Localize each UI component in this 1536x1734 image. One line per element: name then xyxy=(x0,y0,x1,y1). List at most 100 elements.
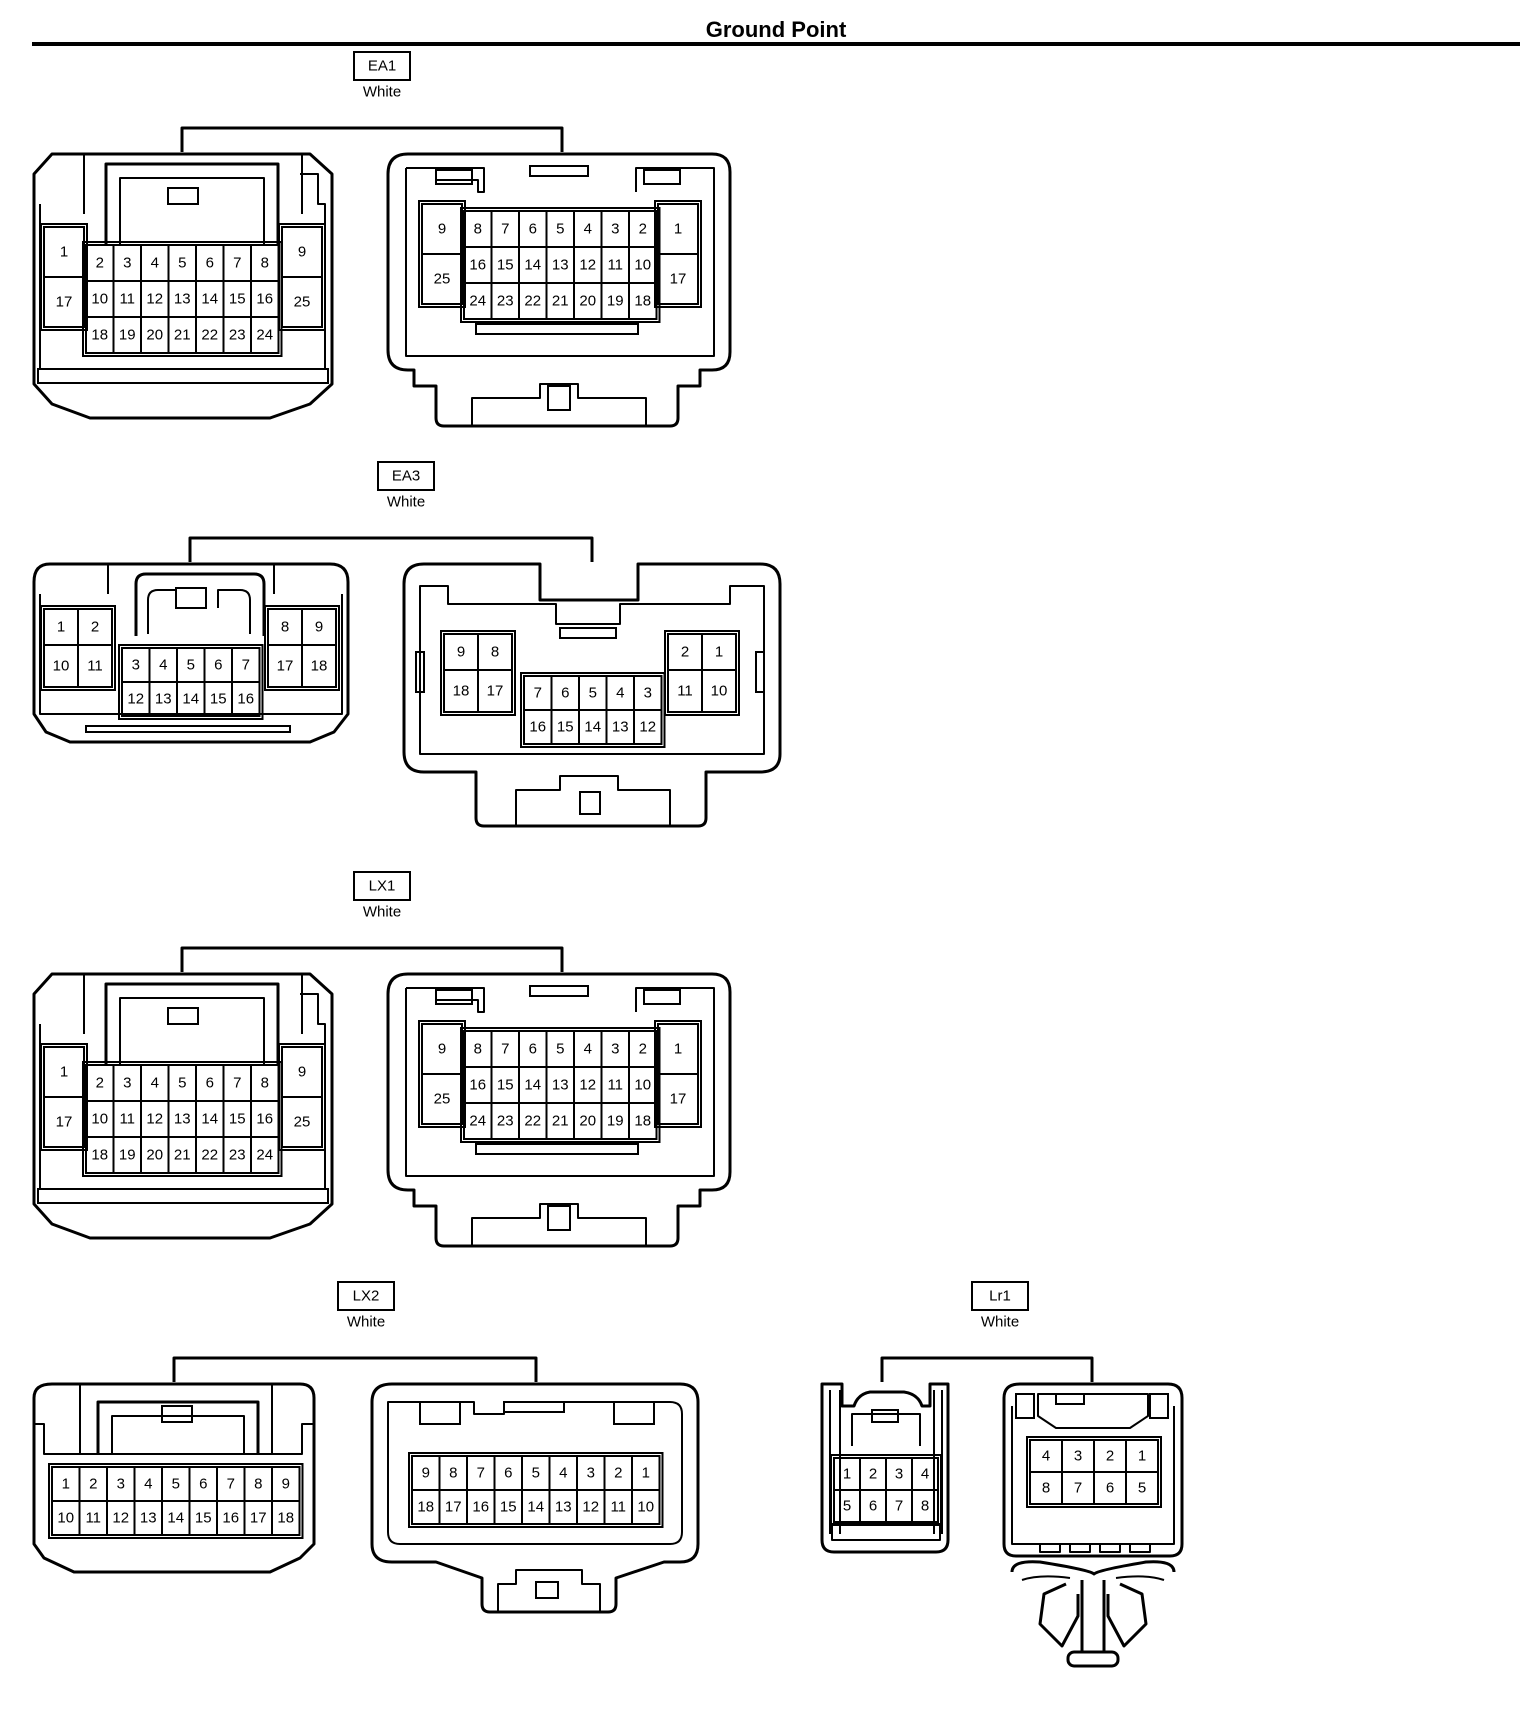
pin-cell: 22 xyxy=(518,1102,548,1140)
pin-cell: 4 xyxy=(573,210,603,248)
page-title: Ground Point xyxy=(705,17,847,42)
pin-number: 7 xyxy=(501,1041,509,1058)
pin-number: 5 xyxy=(178,255,186,272)
pin-number: 15 xyxy=(210,691,227,708)
pin-number: 16 xyxy=(472,1499,489,1516)
pin-number: 6 xyxy=(504,1465,512,1482)
pin-number: 2 xyxy=(96,255,104,272)
pin-number: 4 xyxy=(584,221,592,238)
base-slot xyxy=(475,323,639,335)
pin-cell: 5 xyxy=(545,210,575,248)
pin-number: 8 xyxy=(281,619,289,636)
pin-number: 6 xyxy=(1106,1480,1114,1497)
pin-number: 8 xyxy=(491,644,499,661)
connector-color: White xyxy=(363,904,401,921)
block-frame xyxy=(654,1020,702,1128)
connector-code: EA3 xyxy=(392,468,420,485)
pin-cell: 22 xyxy=(518,282,548,320)
block-frame xyxy=(440,630,516,716)
pin-number: 4 xyxy=(921,1466,929,1483)
pin-cell: 13 xyxy=(167,280,197,318)
side-latch xyxy=(755,651,765,693)
pin-number: 18 xyxy=(634,293,651,310)
pin-number: 13 xyxy=(140,1510,157,1527)
connector-bracket xyxy=(180,946,564,972)
pin-number: 3 xyxy=(123,255,131,272)
latch-slot xyxy=(435,989,473,1005)
pin-cell: 14 xyxy=(518,246,548,284)
pin-cell: 5 xyxy=(176,647,206,683)
pin-cell: 1 xyxy=(43,1046,85,1098)
pin-number: 6 xyxy=(199,1476,207,1493)
lock-button xyxy=(547,1205,571,1231)
connector-code-box xyxy=(337,1281,395,1311)
pin-cell: 6 xyxy=(195,244,225,282)
pin-number: 1 xyxy=(60,1064,68,1081)
pin-number: 23 xyxy=(229,327,246,344)
pin-box xyxy=(477,669,513,713)
pin-number: 21 xyxy=(174,327,191,344)
pin-cell: 4 xyxy=(548,1455,578,1491)
pin-cell: 24 xyxy=(463,282,493,320)
pin-number: 5 xyxy=(178,1075,186,1092)
pin-block-left: 925 xyxy=(418,1020,466,1128)
side-latch xyxy=(415,651,425,693)
pin-cell: 24 xyxy=(250,1136,280,1174)
pin-cell: 8 xyxy=(250,244,280,282)
pin-number: 6 xyxy=(529,1041,537,1058)
pin-cell: 9 xyxy=(301,608,337,646)
pin-cell: 14 xyxy=(195,1100,225,1138)
lock-tab xyxy=(871,1409,899,1423)
pin-cell: 1 xyxy=(833,1457,861,1491)
key-slot xyxy=(559,627,617,639)
pin-number: 9 xyxy=(298,1064,306,1081)
housing-outline xyxy=(32,562,350,744)
pin-number: 16 xyxy=(256,291,273,308)
pin-cell: 6 xyxy=(195,1064,225,1102)
pin-number: 5 xyxy=(187,657,195,674)
pin-cell: 15 xyxy=(203,681,233,717)
pin-number: 23 xyxy=(229,1147,246,1164)
pin-cell: 10 xyxy=(631,1489,661,1525)
pin-cell: 2 xyxy=(628,210,658,248)
housing-outline xyxy=(820,1382,950,1554)
connector-code: LX1 xyxy=(369,878,396,895)
title-rule xyxy=(32,42,1520,46)
pin-cell: 9 xyxy=(443,633,479,671)
housing-outline xyxy=(32,152,334,420)
pin-number: 7 xyxy=(1074,1480,1082,1497)
inner-wall xyxy=(419,585,765,755)
pin-cell: 6 xyxy=(518,1030,548,1068)
housing-outline xyxy=(386,152,732,428)
latch-slot xyxy=(613,1401,655,1425)
pin-number: 5 xyxy=(589,685,597,702)
pin-cell: 25 xyxy=(421,253,463,305)
pin-number: 14 xyxy=(201,291,218,308)
latch-slot xyxy=(419,1401,461,1425)
pin-number: 10 xyxy=(57,1510,74,1527)
block-frame xyxy=(278,1043,326,1151)
pin-cell: 10 xyxy=(628,1066,658,1104)
connector-code: EA1 xyxy=(368,58,396,75)
pin-number: 1 xyxy=(60,244,68,261)
pin-cell: 6 xyxy=(518,210,548,248)
inner-wall xyxy=(34,1423,314,1455)
pin-number: 20 xyxy=(146,1147,163,1164)
pin-number: 1 xyxy=(642,1465,650,1482)
pin-cell: 8 xyxy=(463,210,493,248)
pin-cell: 8 xyxy=(911,1489,939,1523)
pin-cell: 19 xyxy=(112,1136,142,1174)
pin-cell: 18 xyxy=(271,1500,301,1536)
pin-number: 8 xyxy=(474,221,482,238)
pin-box xyxy=(250,1136,280,1174)
pin-number: 5 xyxy=(532,1465,540,1482)
pin-number: 16 xyxy=(256,1111,273,1128)
pin-cell: 11 xyxy=(78,1500,108,1536)
pin-cell: 11 xyxy=(600,1066,630,1104)
pin-cell: 7 xyxy=(490,210,520,248)
pin-number: 23 xyxy=(497,293,514,310)
latch-slot xyxy=(643,169,681,185)
block-frame xyxy=(1026,1436,1162,1508)
